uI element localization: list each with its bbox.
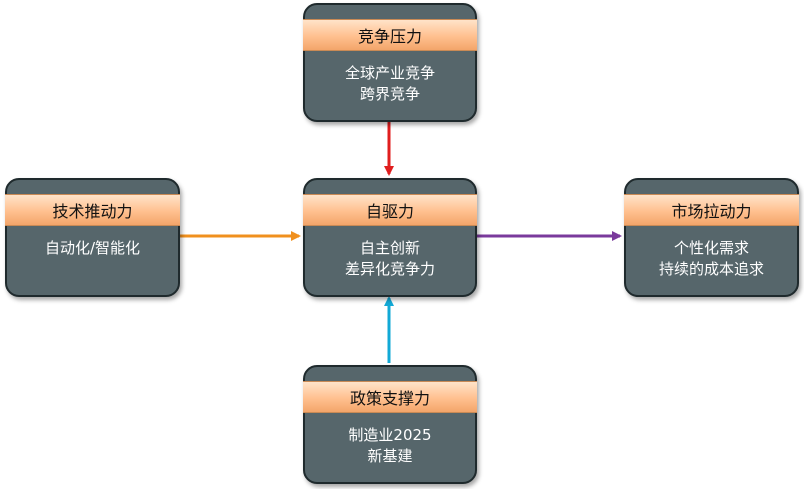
node-line: 跨界竞争 (359, 84, 420, 103)
node-body: 全球产业竞争 跨界竞争 (305, 53, 475, 114)
node-line: 新基建 (367, 446, 413, 465)
node-line: 自主创新 (359, 238, 420, 257)
node-competition-pressure: 竞争压力 全球产业竞争 跨界竞争 (303, 3, 477, 122)
node-line: 自动化/智能化 (44, 239, 141, 257)
node-self-drive: 自驱力 自主创新 差异化竞争力 (303, 178, 477, 297)
node-tech-push: 技术推动力 自动化/智能化 (5, 178, 180, 297)
node-title: 竞争压力 (303, 19, 477, 51)
node-policy-support: 政策支撑力 制造业2025 新基建 (303, 365, 477, 484)
node-body: 个性化需求 持续的成本追求 (626, 228, 797, 289)
node-body: 自动化/智能化 (7, 228, 178, 289)
node-line: 个性化需求 (673, 238, 749, 257)
node-line: 全球产业竞争 (344, 63, 435, 82)
node-line: 制造业2025 (348, 425, 432, 444)
node-market-pull: 市场拉动力 个性化需求 持续的成本追求 (624, 178, 799, 297)
node-body: 自主创新 差异化竞争力 (305, 228, 475, 289)
node-title: 自驱力 (303, 194, 477, 226)
node-title: 技术推动力 (5, 194, 180, 226)
node-line: 持续的成本追求 (658, 259, 764, 278)
node-title: 政策支撑力 (303, 381, 477, 413)
node-title: 市场拉动力 (624, 194, 799, 226)
node-body: 制造业2025 新基建 (305, 415, 475, 476)
node-line: 差异化竞争力 (344, 259, 435, 278)
